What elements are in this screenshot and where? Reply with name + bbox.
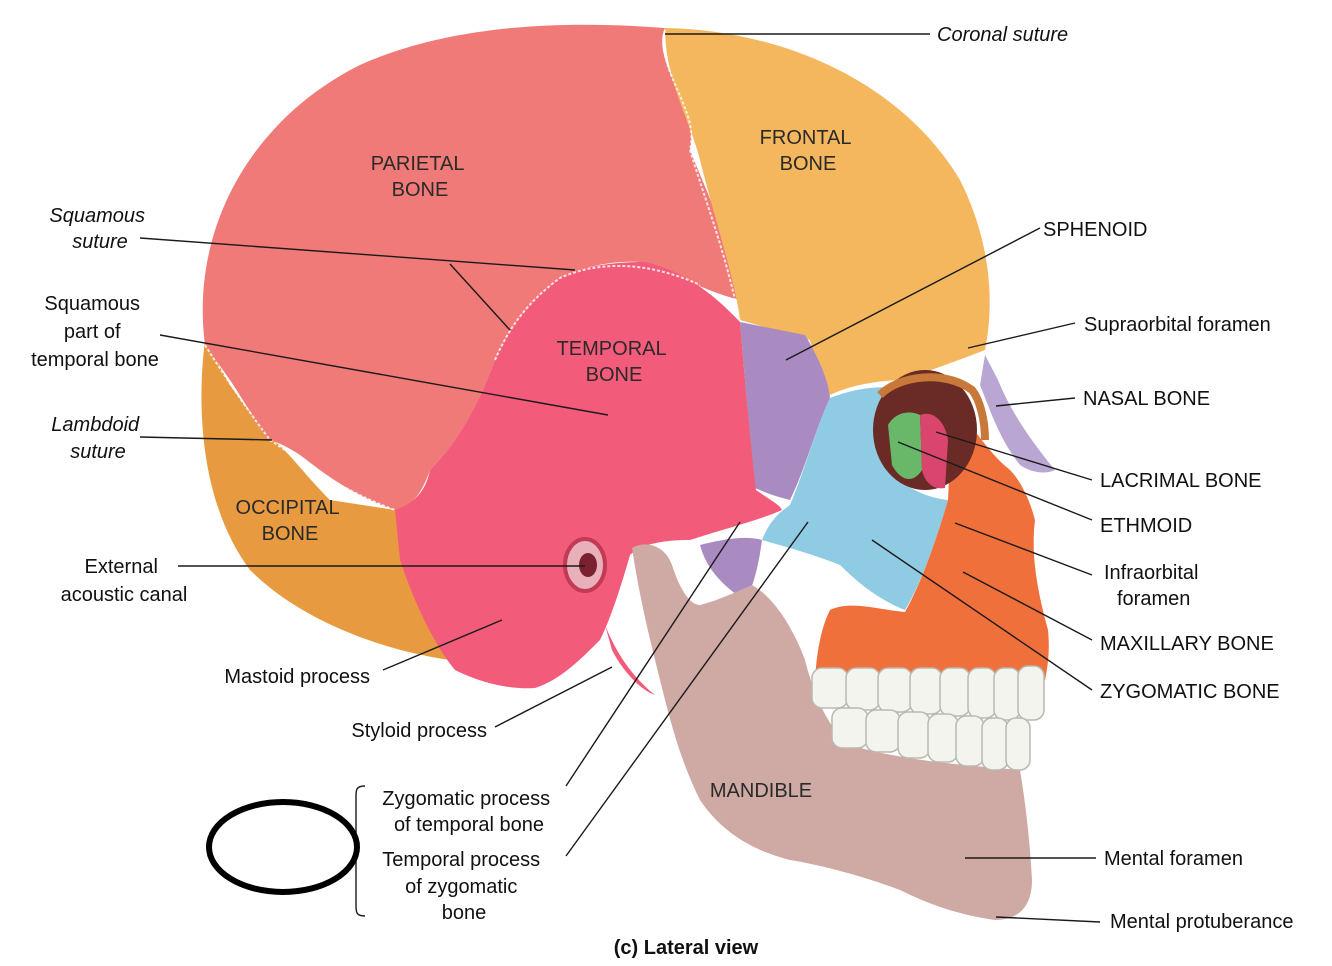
upper-tooth (812, 668, 848, 708)
temporal-process-label: Temporal process of zygomatic bone (382, 849, 545, 924)
lower-tooth (898, 712, 930, 758)
upper-tooth (846, 668, 880, 710)
infraorbital-foramen-label: Infraorbital foramen (1104, 562, 1204, 610)
maxillary-bone-label: MAXILLARY BONE (1100, 633, 1274, 655)
upper-tooth (994, 668, 1020, 720)
lower-tooth (956, 716, 984, 766)
annotation-oval (209, 802, 357, 892)
upper-tooth (940, 668, 970, 716)
skull-bones (201, 25, 1055, 920)
external-acoustic-canal-opening (579, 553, 597, 577)
upper-tooth (910, 668, 942, 714)
upper-tooth (878, 668, 912, 712)
styloid-process (605, 625, 655, 695)
lacrimal-bone-label: LACRIMAL BONE (1100, 470, 1262, 492)
mastoid-process-label: Mastoid process (224, 666, 370, 688)
coronal-suture-label: Coronal suture (937, 24, 1068, 46)
figure-caption: (c) Lateral view (614, 937, 759, 959)
mental-foramen-label: Mental foramen (1104, 848, 1243, 870)
lower-tooth (866, 710, 900, 752)
squamous-suture-label: Squamous suture (49, 205, 150, 253)
external-acoustic-canal-label: External acoustic canal (61, 556, 188, 606)
lower-tooth (982, 718, 1008, 770)
zygomatic-bone-label: ZYGOMATIC BONE (1100, 681, 1280, 703)
mental-protuberance-label: Mental protuberance (1110, 911, 1293, 933)
squamous-part-label: Squamous part of temporal bone (31, 293, 159, 371)
lower-tooth (928, 714, 958, 762)
upper-tooth (968, 668, 996, 718)
ethmoid-label: ETHMOID (1100, 515, 1192, 537)
supraorbital-foramen-label: Supraorbital foramen (1084, 314, 1271, 336)
nasal-bone-label: NASAL BONE (1083, 388, 1210, 410)
sphenoid-label: SPHENOID (1043, 219, 1147, 241)
upper-tooth (1018, 666, 1044, 720)
zygomatic-process-label: Zygomatic process of temporal bone (382, 788, 555, 836)
styloid-process-label: Styloid process (351, 720, 487, 742)
lambdoid-suture-label: Lambdoid suture (51, 414, 144, 463)
lower-tooth (1006, 718, 1030, 770)
lower-tooth (832, 708, 868, 748)
mandible-label: MANDIBLE (710, 780, 812, 802)
leader-mental-protuberance (996, 917, 1100, 922)
